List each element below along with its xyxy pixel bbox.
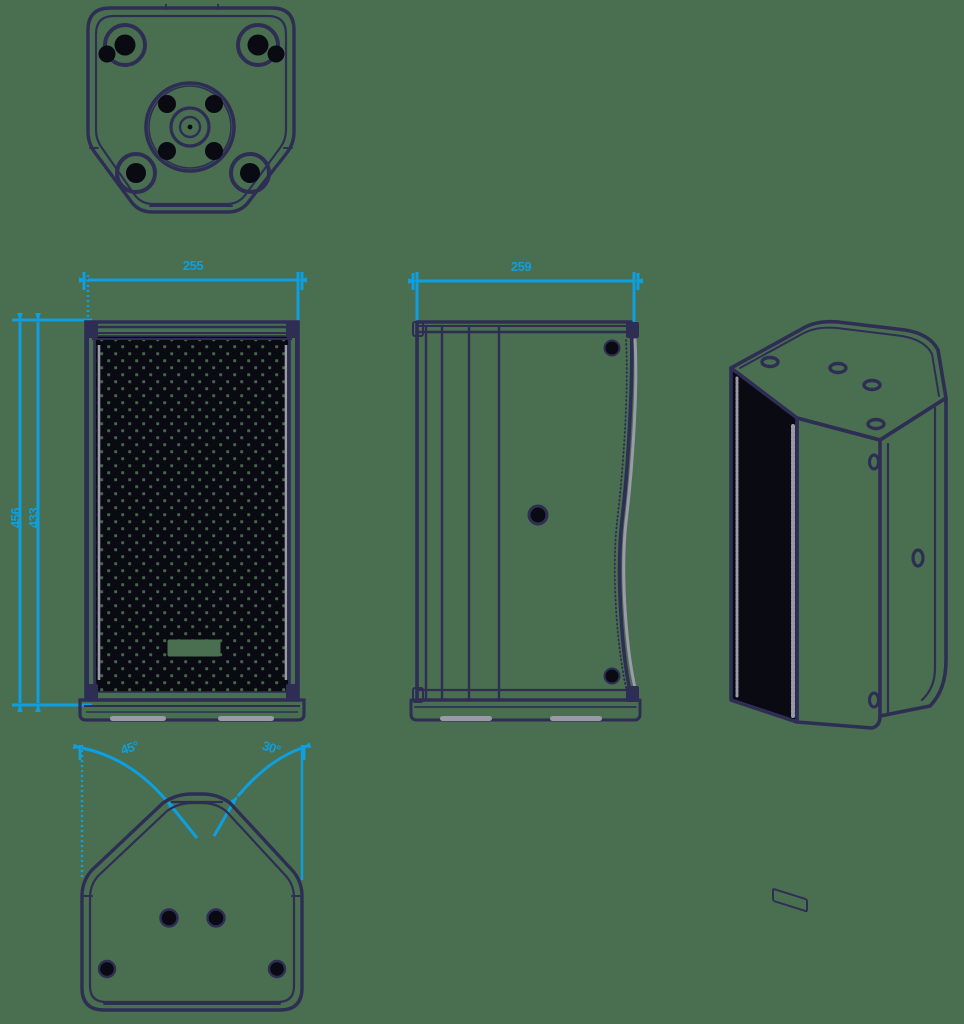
view-bottom — [80, 792, 304, 1012]
side-hole-center — [527, 504, 549, 526]
side-corner-tr — [626, 322, 639, 338]
top-outline-inner — [94, 14, 288, 206]
side-mount-holes — [527, 339, 621, 685]
dimension-side-depth — [408, 272, 643, 322]
front-grille — [94, 336, 290, 692]
iso-top-inner — [739, 326, 940, 397]
bottom-holes — [97, 908, 287, 979]
angle-label-left: 45° — [119, 738, 141, 758]
bottom-hole-corner-left — [97, 959, 117, 979]
top-mount-ring-tl — [98, 23, 147, 67]
dimension-angles — [72, 742, 312, 880]
top-mount-ring-tr — [236, 23, 285, 67]
bottom-hole-center-right — [206, 908, 226, 928]
side-corner-br — [626, 686, 639, 702]
bottom-hole-center-left — [159, 908, 179, 928]
dim-label-side-depth: 259 — [511, 259, 531, 274]
iso-top-hole-1 — [760, 355, 780, 369]
iso-side-hole-center — [911, 548, 925, 568]
top-outline-outer — [86, 6, 296, 214]
angle-label-right: 30° — [260, 738, 282, 758]
iso-side-hole-bottom — [868, 691, 880, 709]
iso-top-hole-4 — [866, 417, 886, 431]
iso-side-seam-2 — [920, 406, 937, 702]
side-base — [409, 698, 642, 722]
dimension-front-width — [79, 272, 307, 322]
iso-logo-badge — [772, 888, 808, 913]
bottom-hole-corner-right — [267, 959, 287, 979]
iso-front-face — [729, 366, 799, 724]
iso-side-hole-top — [868, 453, 880, 471]
view-isometric — [729, 319, 948, 730]
iso-top-hole-2 — [828, 361, 848, 375]
side-grille-strip — [622, 338, 638, 694]
view-front — [78, 320, 306, 722]
iso-back-edge — [878, 396, 948, 718]
side-hole-bottom — [603, 667, 621, 685]
iso-top-holes — [760, 355, 886, 431]
side-outline — [415, 320, 634, 702]
bottom-outline-outer — [80, 792, 304, 1012]
iso-top-face — [729, 319, 948, 442]
side-feet — [440, 716, 602, 721]
front-top-rails — [88, 325, 296, 340]
angle-left-arc — [72, 743, 174, 809]
top-mount-ring-bl — [115, 152, 157, 194]
side-hole-top — [603, 339, 621, 357]
top-alignment-nubs — [165, 4, 219, 10]
view-side — [409, 320, 642, 722]
iso-side-holes — [868, 453, 925, 709]
iso-top-hole-3 — [862, 378, 882, 392]
dim-label-height-inner: 433 — [26, 508, 41, 528]
front-feet — [110, 716, 274, 721]
side-corner-bl — [412, 687, 424, 703]
front-corner-blocks — [86, 322, 298, 700]
angle-right-arc — [230, 742, 312, 805]
dim-label-height-outer: 456 — [8, 508, 23, 528]
front-base — [78, 698, 306, 722]
front-logo-badge — [167, 639, 221, 657]
side-grille-edge — [613, 339, 628, 693]
top-mounting-points — [98, 23, 285, 194]
top-center-flange — [144, 81, 236, 173]
dim-label-front-width: 255 — [183, 258, 203, 273]
top-mount-ring-br — [229, 152, 271, 194]
side-corner-tl — [412, 321, 424, 337]
view-top — [86, 6, 296, 214]
